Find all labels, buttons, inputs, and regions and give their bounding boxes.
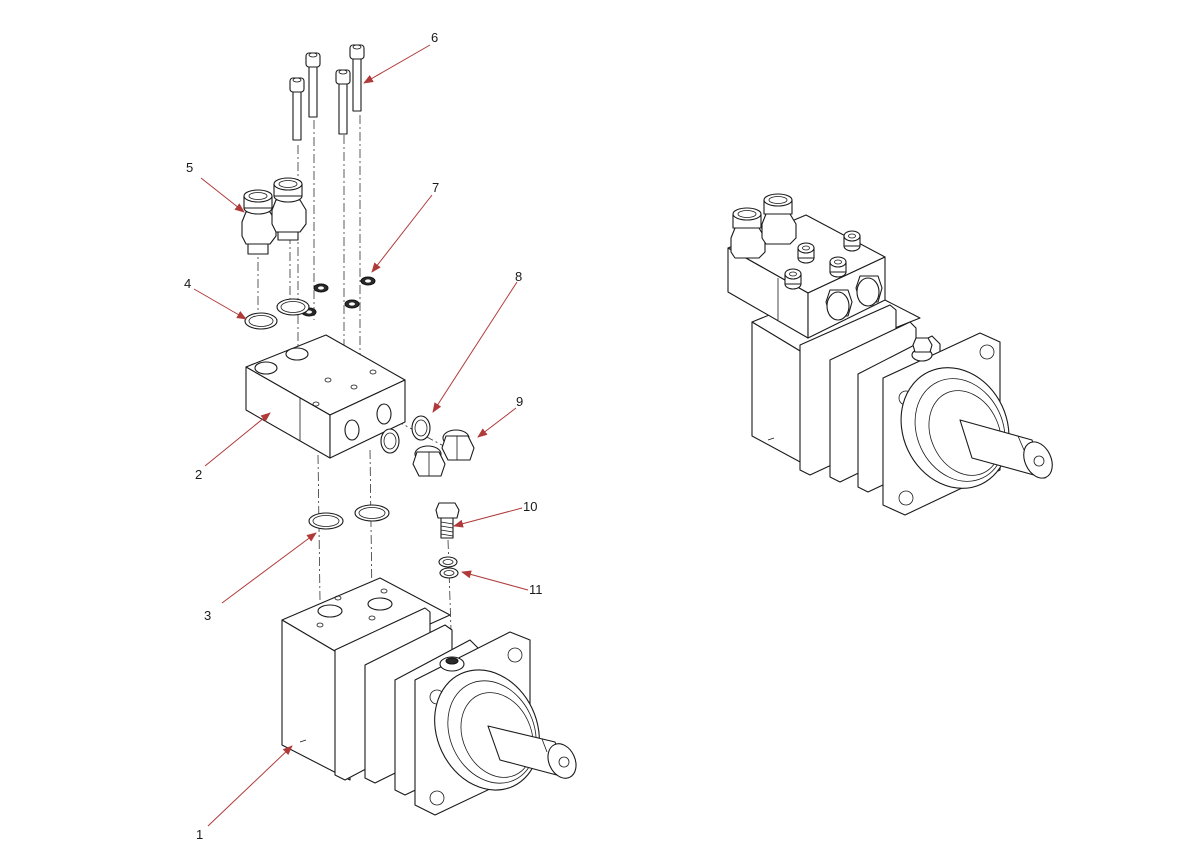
bolts-item-6 [289, 44, 365, 141]
washers-item-11 [438, 556, 459, 579]
fitting [271, 177, 307, 241]
orings-item-3 [308, 504, 390, 530]
leader-lines [193, 44, 529, 827]
fitting [241, 189, 277, 255]
callout-2: 2 [195, 467, 202, 482]
callout-11: 11 [529, 582, 543, 597]
orings-item-8 [380, 415, 431, 454]
callout-labels: 1 2 3 4 5 6 7 8 9 10 11 [184, 30, 543, 842]
plug [412, 445, 446, 477]
motor-item-1 [281, 577, 577, 816]
callout-1: 1 [196, 827, 203, 842]
fittings-item-5 [241, 177, 307, 255]
callout-6: 6 [431, 30, 438, 45]
manifold-block-item-2 [245, 334, 406, 459]
assembled-motor-view [727, 193, 1053, 516]
assembled-fittings [730, 193, 797, 259]
washers-item-7 [301, 276, 376, 317]
plugs-item-9 [412, 429, 475, 477]
bolt-heads [784, 230, 861, 290]
callout-4: 4 [184, 276, 191, 291]
callout-7: 7 [432, 180, 439, 195]
bolt [335, 69, 351, 135]
callout-3: 3 [204, 608, 211, 623]
bolt [305, 52, 321, 118]
callout-10: 10 [523, 499, 537, 514]
callout-5: 5 [186, 160, 193, 175]
bolt [349, 44, 365, 112]
screw-item-10 [435, 502, 460, 539]
orings-item-4 [244, 298, 310, 330]
callout-9: 9 [516, 394, 523, 409]
callout-8: 8 [515, 269, 522, 284]
bolt [289, 77, 305, 141]
plug [441, 429, 475, 461]
